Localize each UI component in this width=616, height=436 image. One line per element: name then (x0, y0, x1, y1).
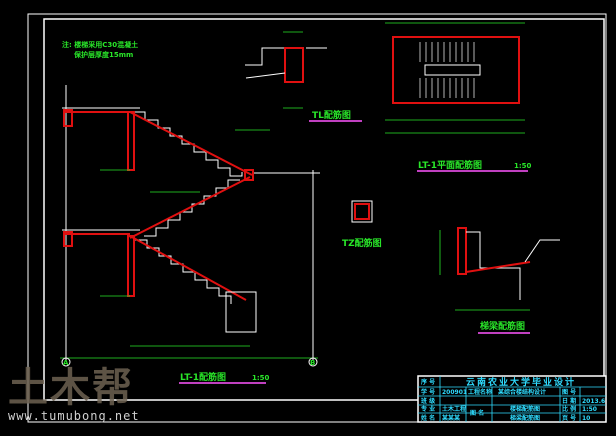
note-line-1: 注: 楼梯采用C30混凝土 (62, 40, 138, 49)
watermark: 土木帮 www.tumubong.net (8, 355, 140, 423)
tb-drawing-label: 图 名 (470, 409, 484, 417)
tb-right-label: 图 号 (562, 388, 576, 396)
plan-scale: 1:50 (514, 162, 532, 170)
tb-row-label: 学 号 (421, 388, 435, 396)
inner-frame (43, 18, 605, 401)
tb-row-value: 土木工程 (442, 405, 466, 413)
tb-right-value: 1:50 (582, 406, 597, 413)
tz-column-rebar (354, 203, 370, 220)
note-line-2: 保护层厚度15mm (73, 50, 133, 59)
stair-section-title: LT-1配筋图 (180, 371, 226, 383)
tb-right-value: 2013.6 (582, 398, 605, 405)
axis-bubble-a (61, 357, 71, 367)
axis-label-a: A (63, 359, 69, 367)
ladder-beam-title: 梯梁配筋图 (480, 320, 525, 332)
title-block-title: 云南农业大学毕业设计 (466, 376, 576, 388)
title-block-no-label: 序 号 (420, 378, 435, 386)
stair-section-scale: 1:50 (252, 374, 270, 382)
axis-label-b: B (310, 359, 315, 367)
tl-beam-title: TL配筋图 (312, 109, 351, 121)
tz-title: TZ配筋图 (342, 237, 382, 249)
tb-row-label: 专 业 (421, 405, 435, 413)
tb-row-label: 姓 名 (420, 414, 435, 422)
tl-beam-drawing (245, 31, 327, 109)
ladder-beam-drawing (439, 227, 560, 311)
tb-row-value: 200901 (442, 389, 467, 396)
tb-project-value: 某综合楼结构设计 (498, 388, 546, 396)
title-block (417, 375, 607, 423)
stair-section-drawing (60, 85, 320, 367)
tb-right-value: 10 (582, 415, 590, 422)
tb-drawing-value-2: 梯梁配筋图 (510, 414, 540, 422)
tb-row-label: 班 级 (421, 397, 435, 405)
watermark-url: www.tumubong.net (8, 409, 140, 423)
tb-right-label: 页 号 (562, 414, 576, 422)
plan-title: LT-1平面配筋图 (418, 159, 482, 171)
tb-project-label: 工程名称 (468, 388, 492, 396)
tb-right-label: 比 例 (562, 405, 576, 413)
outer-frame (27, 13, 607, 423)
plan-drawing (385, 22, 525, 134)
tb-right-label: 日 期 (562, 397, 576, 405)
axis-bubble-b (308, 357, 318, 367)
tb-drawing-value-1: 楼梯配筋图 (510, 405, 540, 413)
watermark-logo: 土木帮 (8, 365, 134, 411)
tz-column-outline (351, 200, 373, 223)
tb-row-value: 某某某 (442, 414, 461, 422)
